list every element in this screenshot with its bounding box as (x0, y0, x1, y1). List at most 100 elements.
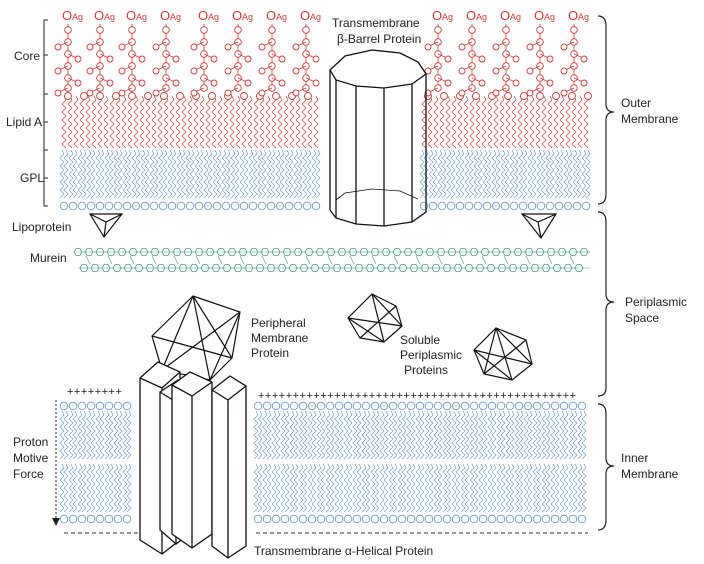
gpl-tail (122, 149, 128, 199)
inner-head-bottom (370, 514, 380, 524)
lipid-a-head (472, 92, 480, 100)
inner-head-top (478, 401, 488, 411)
lipid-a-chain (301, 95, 307, 149)
inner-head-top (460, 401, 470, 411)
core-sugar-branch (444, 55, 452, 63)
inner-head-bottom (496, 514, 506, 524)
gpl-tail (441, 149, 447, 199)
gpl-tail (81, 149, 87, 199)
gpl-tail (450, 149, 456, 199)
inner-head-bottom (343, 514, 353, 524)
inner-membrane-bilayer (59, 401, 587, 524)
gpl-tail (135, 149, 141, 199)
gpl-tail (131, 149, 137, 199)
core-sugar-branch (526, 67, 534, 75)
inner-head-bottom (460, 514, 470, 524)
gpl-tail (68, 149, 74, 199)
core-sugar-branch (118, 89, 126, 97)
gpl-tail (180, 149, 186, 199)
inner-head-top (406, 401, 416, 411)
inner-head-bottom (550, 514, 560, 524)
inner-head-bottom (415, 514, 425, 524)
lipid-a-chain (547, 95, 553, 149)
gpl-head (77, 201, 87, 211)
gpl-tail (567, 149, 573, 199)
lipid-a-chain (229, 95, 235, 149)
gpl-tail (144, 149, 150, 199)
label-peripheral-2: Membrane (251, 331, 309, 345)
gpl-tail (108, 149, 114, 199)
gpl-tail (572, 149, 578, 199)
gpl-head (491, 201, 501, 211)
lipid-a-chain (67, 95, 73, 149)
inner-head-top (415, 401, 425, 411)
gpl-tail (77, 149, 83, 199)
inner-head-top (86, 401, 96, 411)
gpl-tail (306, 149, 312, 199)
lipid-a-chain (217, 95, 223, 149)
gpl-tail (198, 149, 204, 199)
label-alpha-helical: Transmembrane α-Helical Protein (254, 544, 433, 558)
core-sugar-branch (74, 55, 82, 63)
inner-membrane-brace (597, 403, 615, 531)
o-antigen-label-sub: Ag (104, 12, 115, 22)
lipid-a-chain (157, 95, 163, 149)
murein-crosslink (283, 255, 289, 265)
lipid-a-chain (487, 95, 493, 149)
lipid-a-chain (133, 95, 139, 149)
gpl-tail (437, 149, 443, 199)
gpl-head (212, 201, 222, 211)
lipid-a-chain (91, 95, 97, 149)
core-sugar-branch (172, 79, 180, 87)
o-antigen-label-sub: Ag (442, 12, 453, 22)
lipid-a-chain (247, 95, 253, 149)
gpl-head (86, 201, 96, 211)
gpl-head (95, 201, 105, 211)
gpl-head (482, 201, 492, 211)
gpl-tail (158, 149, 164, 199)
core-sugar-branch (526, 89, 534, 97)
core-sugar-branch (54, 43, 62, 51)
lipid-a-chain (571, 95, 577, 149)
murein-crosslink (393, 255, 399, 265)
gpl-tail (495, 149, 501, 199)
core-sugar-branch (106, 79, 114, 87)
lipid-a-chain (523, 95, 529, 149)
core-sugar-branch (138, 55, 146, 63)
inner-head-bottom (271, 514, 281, 524)
lipid-a-chain (181, 95, 187, 149)
lipid-a-head (272, 92, 280, 100)
o-antigen-label-sub: Ag (242, 12, 253, 22)
lipid-a-chain (121, 95, 127, 149)
gpl-head (203, 201, 213, 211)
gpl-tail (149, 149, 155, 199)
inner-head-bottom (568, 514, 578, 524)
lipid-a-chain (199, 95, 205, 149)
gpl-tail (477, 149, 483, 199)
gpl-tail (581, 149, 587, 199)
gpl-head (176, 201, 186, 211)
gpl-tail (95, 149, 101, 199)
inner-head-bottom (505, 514, 515, 524)
gpl-head (140, 201, 150, 211)
inner-head-bottom (334, 514, 344, 524)
lipid-a-chain (307, 95, 313, 149)
core-sugar (268, 26, 276, 34)
gpl-head (518, 201, 528, 211)
label-pmf-1: Proton (13, 435, 48, 449)
lipid-a-head (176, 92, 184, 100)
lipid-a-chain (481, 95, 487, 149)
gpl-head (464, 201, 474, 211)
core-sugar-branch (86, 67, 94, 75)
gpl-tail (86, 149, 92, 199)
core-sugar (128, 26, 136, 34)
inner-head-bottom (451, 514, 461, 524)
gpl-tail (473, 149, 479, 199)
core-sugar-branch (258, 43, 266, 51)
gpl-tail (189, 149, 195, 199)
gpl-head (428, 201, 438, 211)
lipid-a-chain (565, 95, 571, 149)
murein-crosslink (415, 255, 421, 265)
core-sugar-branch (210, 79, 218, 87)
gpl-tail (509, 149, 515, 199)
